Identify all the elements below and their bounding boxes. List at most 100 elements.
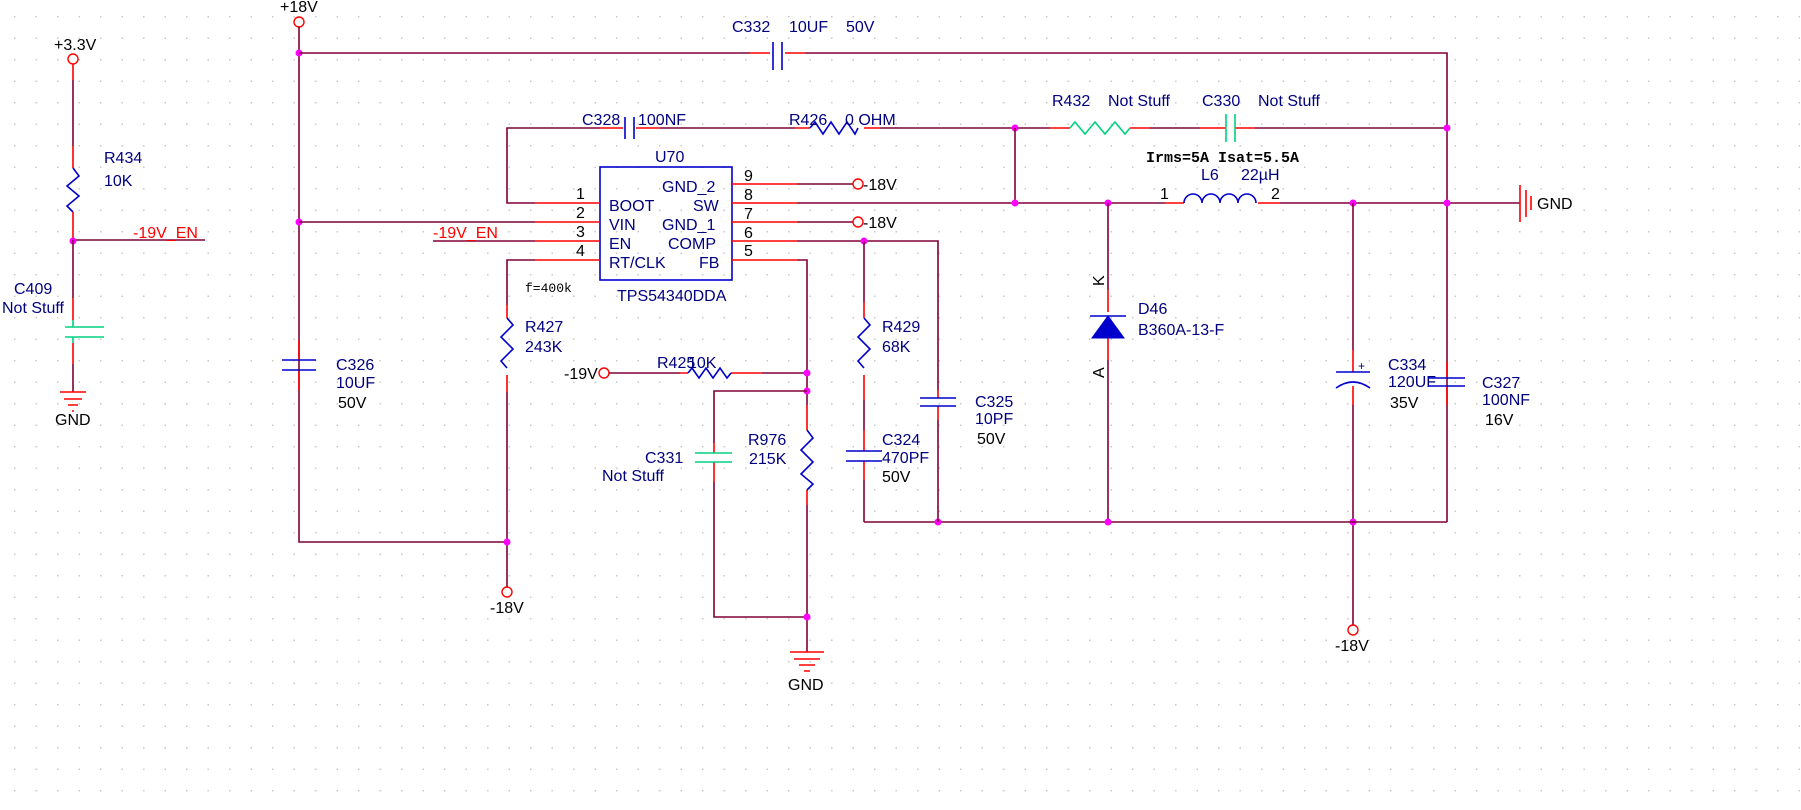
junction-dot: [1104, 518, 1112, 526]
power-port-m18v[interactable]: -18V: [1335, 624, 1369, 655]
resistor-r434[interactable]: R434 10K: [65, 150, 142, 213]
ground-label: GND: [55, 412, 91, 429]
frequency-note: f=400k: [525, 281, 572, 296]
junction-dot: [503, 538, 511, 546]
value-label: 10UF: [789, 19, 828, 36]
capacitor-c324[interactable]: C324 470PF 50V: [846, 432, 929, 486]
resistor-r432[interactable]: R432 Not Stuff: [1052, 93, 1171, 136]
capacitor-icon: [772, 42, 783, 70]
port-circle-icon: [1347, 624, 1359, 636]
capacitor-c327[interactable]: C327 100NF 16V: [1428, 375, 1530, 429]
resistor-r426[interactable]: R426 0 OHM: [789, 112, 896, 136]
capacitor-icon: [65, 320, 104, 343]
port-circle-icon: [598, 367, 610, 379]
inductor-l6[interactable]: Irms=5A Isat=5.5A L6 22µH 1 2: [1146, 150, 1299, 204]
junction-dot: [803, 369, 811, 377]
power-label: -19V: [564, 366, 598, 383]
resistor-r427[interactable]: R427 243K: [499, 317, 563, 369]
wire: [506, 259, 535, 305]
power-port-m19v[interactable]: -19V: [564, 366, 610, 383]
pin-num-1: 1: [576, 186, 585, 203]
ground-label: GND: [1537, 196, 1573, 213]
junction-dot: [1443, 199, 1451, 207]
value-label: Not Stuff: [1108, 93, 1171, 110]
power-port-3v3[interactable]: +3.3V: [54, 37, 97, 65]
ground-symbol[interactable]: GND: [55, 391, 91, 429]
power-port-18v[interactable]: +18V: [280, 0, 318, 28]
power-label: -18V: [863, 215, 897, 232]
inductor-rating-note: Irms=5A Isat=5.5A: [1146, 150, 1299, 167]
capacitor-icon: [1225, 114, 1236, 142]
value-label: 100NF: [1482, 392, 1530, 409]
resistor-r425[interactable]: R425 10K: [657, 355, 732, 380]
voltage-label: 50V: [882, 469, 911, 486]
value-label: 470PF: [882, 450, 929, 467]
capacitor-c330[interactable]: C330 Not Stuff: [1202, 93, 1321, 142]
value-label: 22µH: [1241, 167, 1280, 184]
value-label: 68K: [882, 339, 911, 356]
voltage-label: 16V: [1485, 412, 1514, 429]
diode-d46[interactable]: D46 B360A-13-F K A: [1090, 275, 1224, 378]
capacitor-c409[interactable]: C409 Not Stuff: [2, 281, 104, 343]
capacitor-icon: [846, 450, 882, 462]
value-label: B360A-13-F: [1138, 322, 1224, 339]
ic-ref: U70: [655, 149, 684, 166]
ref-label: R976: [748, 432, 786, 449]
capacitor-c328[interactable]: C328 100NF: [582, 112, 686, 139]
pin-name-sw: SW: [693, 198, 720, 215]
wire: [713, 482, 807, 618]
value-label: 243K: [525, 339, 563, 356]
ref-label: C326: [336, 357, 374, 374]
voltage-label: 50V: [846, 19, 875, 36]
diode-icon: [1091, 315, 1125, 339]
power-label: -18V: [1335, 638, 1369, 655]
capacitor-c334[interactable]: + C334 120UF 35V: [1335, 357, 1436, 412]
ic-u70[interactable]: U70 TPS54340DDA BOOT VIN EN RT/CLK GND_2…: [576, 149, 753, 305]
capacitor-icon: [1428, 377, 1465, 387]
capacitor-icon: [695, 452, 732, 463]
ground-icon: [1519, 185, 1532, 222]
ref-label: R427: [525, 319, 563, 336]
port-circle-icon: [67, 53, 79, 65]
resistor-icon: [799, 429, 815, 491]
power-port-m18v[interactable]: -18V: [490, 586, 524, 617]
pin-num-8: 8: [744, 187, 753, 204]
value-label: 215K: [749, 451, 787, 468]
ref-label: L6: [1201, 167, 1219, 184]
wire: [506, 127, 600, 204]
resistor-icon: [1069, 120, 1131, 136]
inductor-icon: [1183, 193, 1257, 204]
ref-label: C331: [645, 450, 683, 467]
ref-label: R432: [1052, 93, 1090, 110]
power-port-m18v[interactable]: -18V: [852, 177, 897, 194]
ground-symbol-right[interactable]: GND: [1519, 185, 1573, 222]
capacitor-c325[interactable]: C325 10PF 50V: [920, 394, 1013, 448]
pin-name-rtclk: RT/CLK: [609, 255, 666, 272]
resistor-r429[interactable]: R429 68K: [856, 317, 920, 369]
pin-name-fb: FB: [699, 255, 719, 272]
pin-num: 2: [1271, 186, 1280, 203]
ground-icon: [60, 391, 86, 412]
capacitor-c332[interactable]: C332 10UF 50V: [732, 19, 875, 70]
capacitor-c331[interactable]: C331 Not Stuff: [602, 450, 732, 485]
value-label: Not Stuff: [2, 300, 65, 317]
resistor-icon: [499, 317, 515, 369]
voltage-label: 35V: [1390, 395, 1419, 412]
pin-num-4: 4: [576, 243, 585, 260]
power-label: +18V: [280, 0, 318, 16]
power-port-m18v[interactable]: -18V: [852, 215, 897, 232]
port-circle-icon: [852, 216, 864, 228]
resistor-icon: [65, 167, 81, 213]
value-label: 100NF: [638, 112, 686, 129]
ground-symbol[interactable]: GND: [788, 651, 824, 694]
capacitor-icon: [282, 359, 316, 371]
value-label: Not Stuff: [1258, 93, 1321, 110]
pin-name-vin: VIN: [609, 217, 636, 234]
power-label: -18V: [863, 177, 897, 194]
cathode-label: K: [1091, 275, 1108, 286]
resistor-r976[interactable]: R976 215K: [748, 429, 815, 491]
wire: [298, 27, 507, 543]
capacitor-c326[interactable]: C326 10UF 50V: [282, 357, 375, 412]
